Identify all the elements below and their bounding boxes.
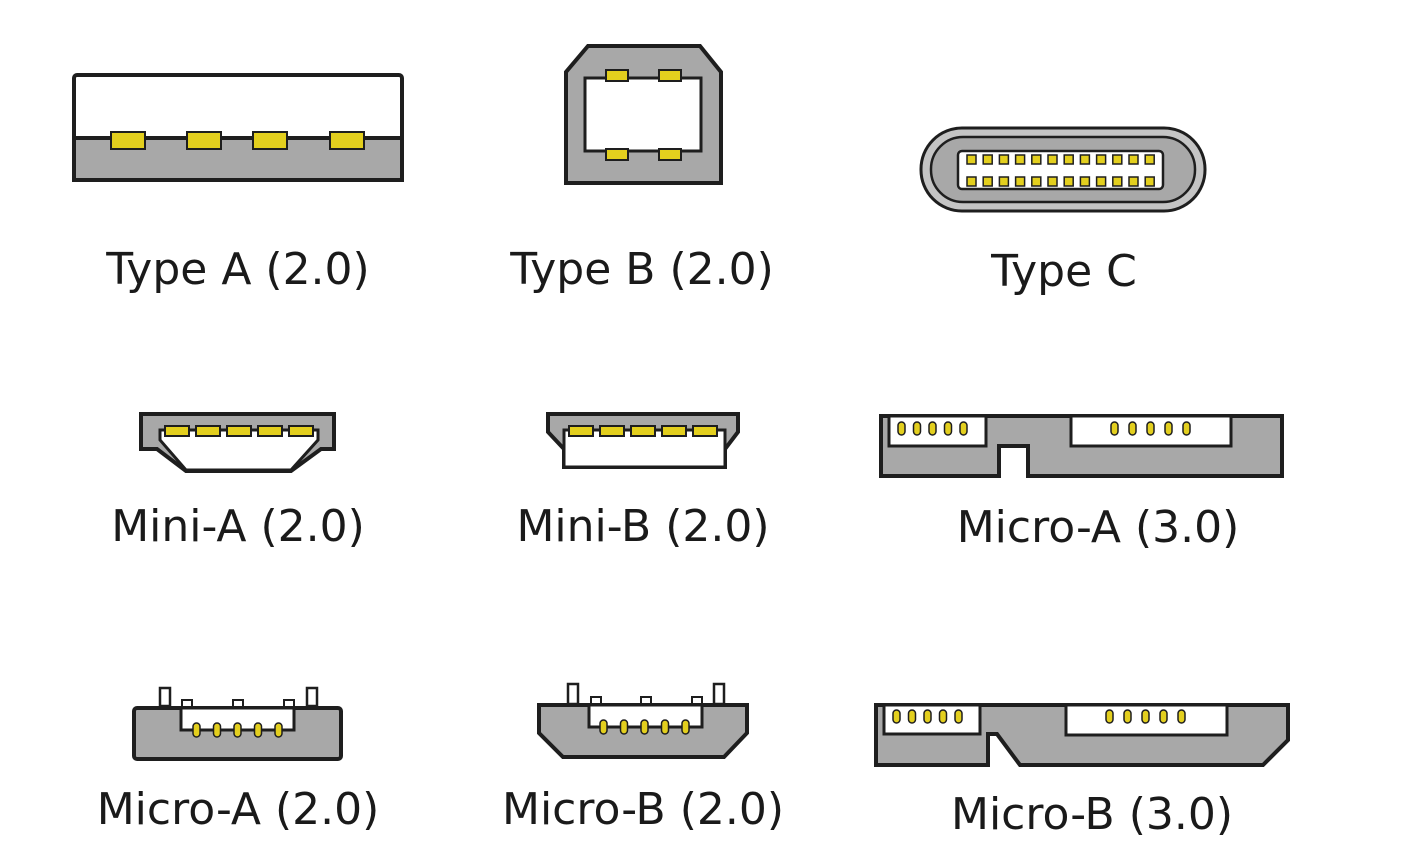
mini-b-contacts	[568, 425, 718, 437]
contact-pin	[257, 425, 283, 437]
contact-pin	[692, 425, 718, 437]
usb-type-c-icon	[919, 126, 1207, 213]
micro-b-3-contacts-right	[1105, 709, 1186, 724]
contact-pin	[1128, 176, 1139, 187]
usb-micro-b-3-icon	[874, 703, 1290, 767]
contact-pin	[1095, 176, 1107, 187]
contact-pin	[966, 176, 977, 187]
usb-type-b-icon	[564, 44, 723, 185]
micro-b-3-contacts-left	[892, 709, 963, 724]
contact-pin	[938, 709, 948, 724]
label-type-b: Type B (2.0)	[509, 244, 774, 295]
contact-pin	[195, 425, 221, 437]
contact-pin	[982, 176, 993, 187]
micro-a-2-contacts	[192, 722, 283, 738]
contact-pin	[288, 425, 314, 437]
contact-pin	[1128, 421, 1137, 436]
micro-b-2-contacts	[599, 719, 690, 735]
contact-pin	[599, 425, 625, 437]
contact-pin	[1063, 176, 1074, 187]
label-mini-a: Mini-A (2.0)	[111, 501, 365, 552]
contact-pin	[164, 425, 190, 437]
usb-type-a-icon	[72, 73, 404, 182]
usb-micro-a-2-icon	[132, 686, 343, 761]
type-c-contacts	[966, 154, 1155, 187]
contact-pin	[954, 709, 963, 724]
contact-pin	[1105, 709, 1114, 724]
contact-pin	[1112, 176, 1123, 187]
contact-pin	[660, 719, 670, 735]
contact-pin	[998, 176, 1010, 187]
contact-pin	[907, 709, 917, 724]
label-micro-b-3: Micro-B (3.0)	[951, 789, 1233, 840]
label-mini-b: Mini-B (2.0)	[516, 501, 769, 552]
contact-pin	[1123, 709, 1132, 724]
contact-pin	[1144, 154, 1155, 165]
contact-pin	[1146, 421, 1155, 436]
contact-pin	[1141, 709, 1150, 724]
type-b-contacts	[605, 69, 682, 161]
contact-pin	[959, 421, 968, 436]
contact-pin	[1095, 154, 1107, 165]
usb-micro-a-3-icon	[879, 414, 1284, 478]
contact-pin	[599, 719, 608, 735]
contact-pin	[274, 722, 283, 738]
contact-pin	[912, 421, 922, 436]
contact-pin	[1047, 154, 1058, 165]
contact-pin	[233, 722, 242, 738]
contact-pin	[943, 421, 953, 436]
contact-pin	[1063, 154, 1074, 165]
contact-pin	[1177, 709, 1186, 724]
contact-pin	[1047, 176, 1058, 187]
contact-pin	[1079, 176, 1091, 187]
contact-pin	[640, 719, 649, 735]
contact-pin	[923, 709, 932, 724]
contact-pin	[1164, 421, 1173, 436]
label-micro-a-2: Micro-A (2.0)	[97, 784, 380, 835]
usb-mini-a-icon	[139, 412, 336, 473]
contact-pin	[928, 421, 937, 436]
contact-pin	[1159, 709, 1168, 724]
label-type-c: Type C	[990, 246, 1137, 297]
contact-pin	[982, 154, 993, 165]
contact-pin	[966, 154, 977, 165]
contact-pin	[619, 719, 629, 735]
label-micro-a-3: Micro-A (3.0)	[957, 502, 1240, 553]
contact-pin	[998, 154, 1010, 165]
contact-pin	[661, 425, 687, 437]
contact-pin	[253, 722, 263, 738]
contact-pin	[1031, 176, 1042, 187]
mini-a-contacts	[164, 425, 314, 437]
contact-pin	[1128, 154, 1139, 165]
contact-pin	[1079, 154, 1091, 165]
micro-a-3-contacts-right	[1110, 421, 1191, 436]
type-a-contacts	[110, 131, 365, 150]
contact-pin	[1110, 421, 1119, 436]
contact-pin	[1014, 154, 1026, 165]
usb-micro-b-2-icon	[537, 682, 749, 759]
contact-pin	[681, 719, 690, 735]
contact-pin	[192, 722, 201, 738]
contact-pin	[892, 709, 901, 724]
contact-pin	[1031, 154, 1042, 165]
contact-pin	[1014, 176, 1026, 187]
contact-pin	[1112, 154, 1123, 165]
label-micro-b-2: Micro-B (2.0)	[502, 784, 784, 835]
contact-pin	[568, 425, 594, 437]
contact-pin	[630, 425, 656, 437]
contact-pin	[897, 421, 906, 436]
contact-pin	[1182, 421, 1191, 436]
contact-pin	[212, 722, 222, 738]
usb-mini-b-icon	[546, 412, 740, 469]
label-type-a: Type A (2.0)	[105, 244, 369, 295]
micro-a-3-contacts-left	[897, 421, 968, 436]
contact-pin	[226, 425, 252, 437]
contact-pin	[1144, 176, 1155, 187]
